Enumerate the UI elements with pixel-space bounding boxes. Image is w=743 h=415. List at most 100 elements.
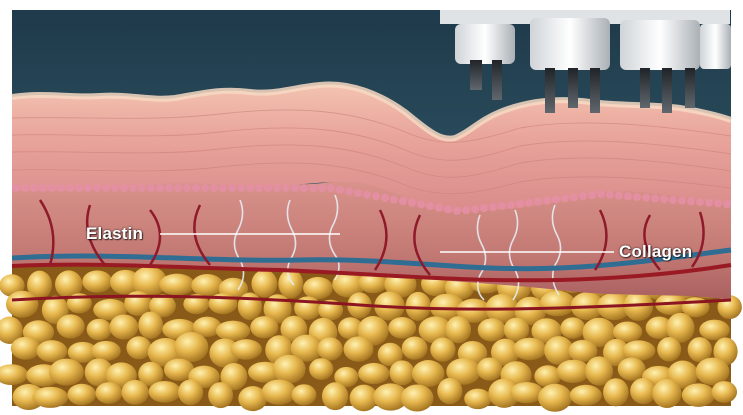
basal-cell — [570, 193, 578, 201]
basal-cell — [345, 187, 353, 195]
fat-globule — [657, 337, 681, 362]
fat-globule — [49, 359, 84, 386]
basal-cell — [417, 200, 425, 208]
basal-cell — [129, 184, 137, 192]
basal-cell — [633, 193, 641, 201]
basal-cell — [651, 194, 659, 202]
basal-cell — [174, 184, 182, 192]
fat-globule — [303, 277, 333, 299]
fat-globule — [712, 381, 737, 403]
fat-globule — [126, 336, 151, 359]
basal-cell — [426, 202, 434, 210]
basal-cell — [336, 186, 344, 194]
basal-cell — [273, 184, 281, 192]
fat-globule — [251, 270, 277, 298]
basal-cell — [255, 184, 263, 192]
fat-globule — [87, 319, 112, 341]
basal-cell — [318, 184, 326, 192]
basal-cell — [408, 199, 416, 207]
fat-globule — [652, 379, 681, 408]
basal-cell — [597, 190, 605, 198]
fat-globule — [445, 316, 471, 343]
fat-globule — [216, 321, 250, 341]
basal-cell — [354, 189, 362, 197]
fat-globule — [388, 317, 416, 339]
fat-globule — [534, 365, 561, 387]
fat-globule — [317, 337, 342, 360]
fat-globule — [540, 291, 576, 317]
basal-cell — [552, 195, 560, 203]
fat-globule — [618, 357, 646, 380]
fat-globule — [322, 382, 348, 410]
fat-globule — [159, 274, 194, 296]
fat-globule — [437, 378, 462, 404]
basal-cell — [696, 198, 704, 206]
basal-cell — [75, 184, 83, 192]
fat-globule — [262, 380, 297, 405]
basal-cell — [642, 194, 650, 202]
basal-cell — [723, 200, 731, 208]
fat-globule — [11, 337, 41, 360]
basal-cell — [498, 202, 506, 210]
fat-globule — [478, 318, 506, 341]
basal-cell — [561, 194, 569, 202]
basal-cell — [471, 205, 479, 213]
fat-globule — [109, 314, 138, 339]
basal-cell — [201, 184, 209, 192]
fat-globule — [560, 317, 585, 338]
basal-cell — [309, 184, 317, 192]
basal-cell — [714, 199, 722, 207]
basal-cell — [624, 192, 632, 200]
basal-cell — [111, 184, 119, 192]
fat-globule — [191, 274, 223, 297]
basal-cell — [453, 207, 461, 215]
fat-globule — [95, 382, 122, 404]
basal-cell — [21, 184, 29, 192]
fat-globule — [401, 384, 434, 411]
basal-cell — [687, 197, 695, 205]
basal-cell — [435, 204, 443, 212]
basal-cell — [516, 200, 524, 208]
fat-globule — [67, 384, 96, 405]
basal-cell — [165, 184, 173, 192]
basal-cell — [534, 198, 542, 206]
fat-globule — [358, 363, 389, 384]
basal-cell — [678, 197, 686, 205]
basal-cell — [39, 184, 47, 192]
fat-globule — [174, 332, 208, 362]
basal-cell — [102, 184, 110, 192]
fat-globule — [292, 384, 317, 405]
basal-cell — [57, 184, 65, 192]
fat-globule — [37, 340, 68, 362]
basal-cell — [381, 194, 389, 202]
fat-globule — [412, 360, 444, 387]
fat-globule — [250, 316, 278, 338]
collagen-label: Collagen — [619, 242, 692, 262]
basal-cell — [327, 184, 335, 192]
basal-cell — [147, 184, 155, 192]
basal-cell — [390, 196, 398, 204]
basal-cell — [183, 184, 191, 192]
fat-globule — [238, 293, 262, 321]
fat-globule — [208, 382, 233, 408]
basal-cell — [210, 184, 218, 192]
basal-cell — [156, 184, 164, 192]
fat-globule — [696, 358, 730, 386]
basal-cell — [228, 184, 236, 192]
fat-globule — [538, 384, 572, 412]
fat-globule — [278, 269, 303, 298]
fat-globule — [149, 381, 181, 403]
basal-cell — [237, 184, 245, 192]
fat-globule — [82, 270, 112, 292]
basal-cell — [192, 184, 200, 192]
basal-cell — [138, 184, 146, 192]
fat-globule — [122, 380, 149, 405]
basal-cell — [300, 184, 308, 192]
basal-cell — [480, 204, 488, 212]
basal-cell — [291, 184, 299, 192]
basal-cell — [120, 184, 128, 192]
basal-cell — [219, 184, 227, 192]
basal-cell — [246, 184, 254, 192]
basal-cell — [507, 201, 515, 209]
